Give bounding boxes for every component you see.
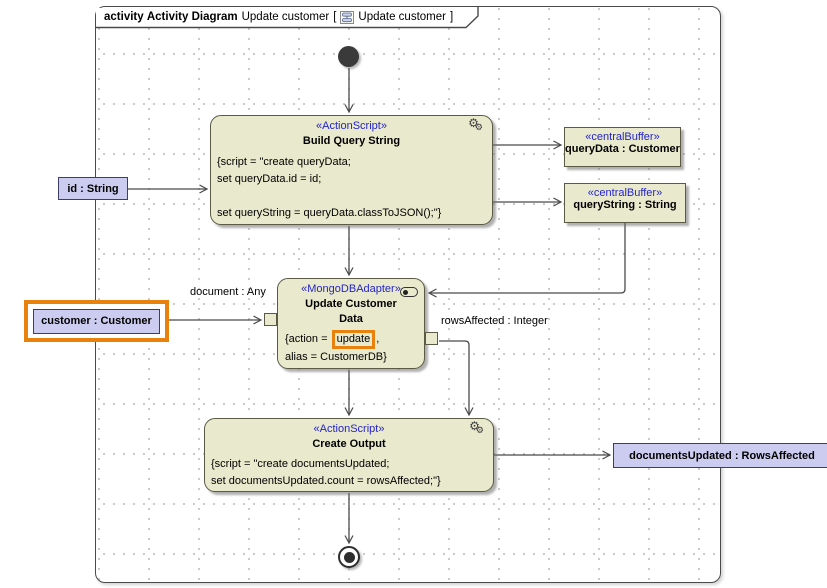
stereotype-label: «ActionScript» — [313, 423, 385, 435]
adapter-pill-icon — [400, 287, 418, 297]
action-property-line: {action = update, — [278, 330, 424, 349]
stereotype-label: «MongoDBAdapter» — [301, 283, 401, 295]
parameter-id[interactable]: id : String — [58, 177, 128, 200]
action-name: Build Query String — [302, 135, 401, 147]
script-line: set queryString = queryData.classToJSON(… — [217, 207, 442, 219]
buffer-name: queryData : Customer — [565, 143, 680, 155]
frame-context-name: Update customer — [358, 11, 446, 23]
activity-final-node[interactable] — [338, 546, 360, 568]
action-name: Create Output — [312, 438, 386, 450]
frame-bracket-open: [ — [333, 11, 337, 23]
script-line: set queryData.id = id; — [217, 173, 322, 185]
script-line: {script = "create documentsUpdated; — [211, 458, 390, 470]
output-pin-rowsaffected[interactable] — [425, 332, 438, 345]
alias-property-line: alias = CustomerDB} — [285, 351, 387, 363]
stereotype-label: «centralBuffer» — [587, 187, 663, 199]
action-create-output[interactable]: ⚙⚙ «ActionScript» Create Output {script … — [204, 418, 494, 492]
parameter-customer[interactable]: customer : Customer — [33, 308, 160, 334]
action-build-query-string[interactable]: ⚙⚙ «ActionScript» Build Query String {sc… — [210, 115, 493, 225]
frame-bracket-close: ] — [449, 11, 454, 23]
parameter-customer-highlight[interactable]: customer : Customer — [24, 300, 169, 342]
script-line: set documentsUpdated.count = rowsAffecte… — [211, 475, 441, 487]
script-line: {script = "create queryData; — [217, 156, 351, 168]
highlighted-update-value[interactable]: update — [331, 330, 376, 349]
stereotype-label: «ActionScript» — [316, 120, 387, 132]
activity-diagram-icon — [340, 10, 355, 24]
central-buffer-querydata[interactable]: «centralBuffer» queryData : Customer — [564, 127, 681, 167]
parameter-documents-updated[interactable]: documentsUpdated : RowsAffected — [613, 443, 827, 468]
pin-label-rowsaffected: rowsAffected : Integer — [441, 315, 548, 327]
gears-icon: ⚙⚙ — [469, 419, 484, 435]
action-update-customer-data[interactable]: «MongoDBAdapter» Update Customer Data {a… — [277, 278, 425, 369]
central-buffer-querystring[interactable]: «centralBuffer» queryString : String — [564, 183, 686, 223]
input-pin-document[interactable] — [264, 313, 277, 326]
frame-diagram-name: Update customer — [241, 11, 330, 23]
initial-node[interactable] — [338, 46, 359, 67]
pin-label-document: document : Any — [190, 286, 266, 298]
script-line — [211, 188, 492, 205]
buffer-name: queryString : String — [573, 199, 677, 211]
final-node-dot — [343, 551, 355, 563]
stereotype-label: «centralBuffer» — [585, 131, 660, 143]
action-name: Update Customer Data — [305, 298, 397, 325]
frame-keyword: activity Activity Diagram — [104, 11, 238, 23]
frame-title: activity Activity Diagram Update custome… — [104, 9, 453, 25]
gears-icon: ⚙⚙ — [468, 116, 483, 132]
